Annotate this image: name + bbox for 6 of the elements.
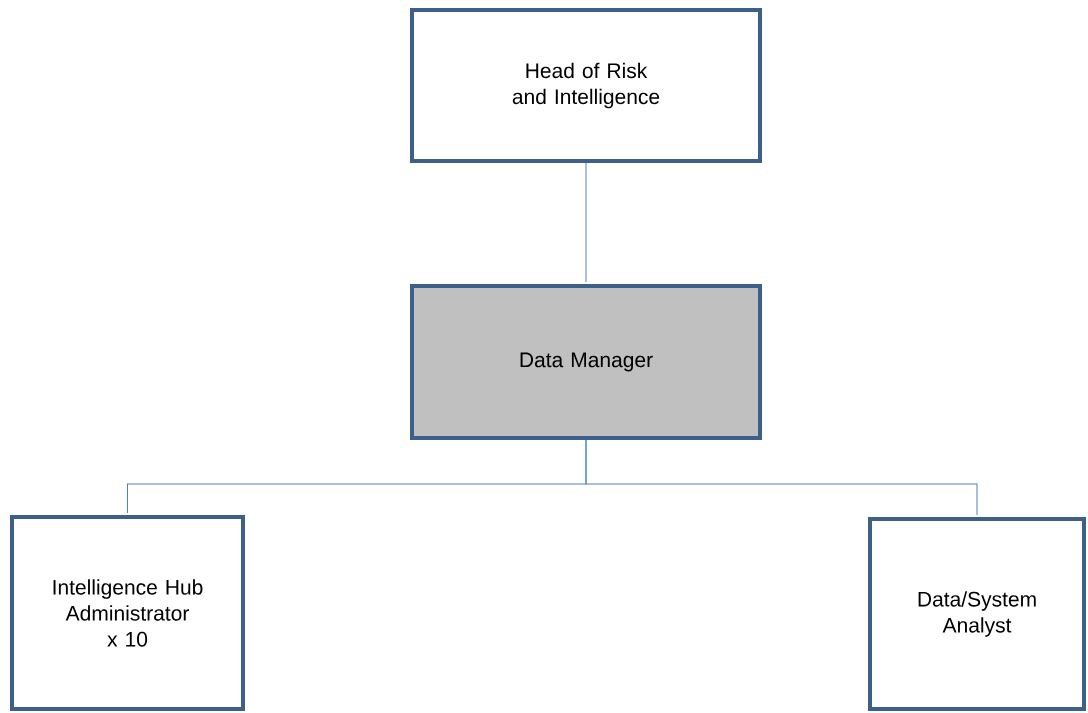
role-box: Data/System Analyst (868, 517, 1086, 711)
role-box: Head of Risk and Intelligence (410, 8, 762, 163)
role-box: Intelligence Hub Administrator x 10 (10, 515, 245, 711)
connector-line (585, 439, 978, 516)
connector-line (585, 162, 587, 283)
role-box: Data Manager (410, 284, 762, 440)
